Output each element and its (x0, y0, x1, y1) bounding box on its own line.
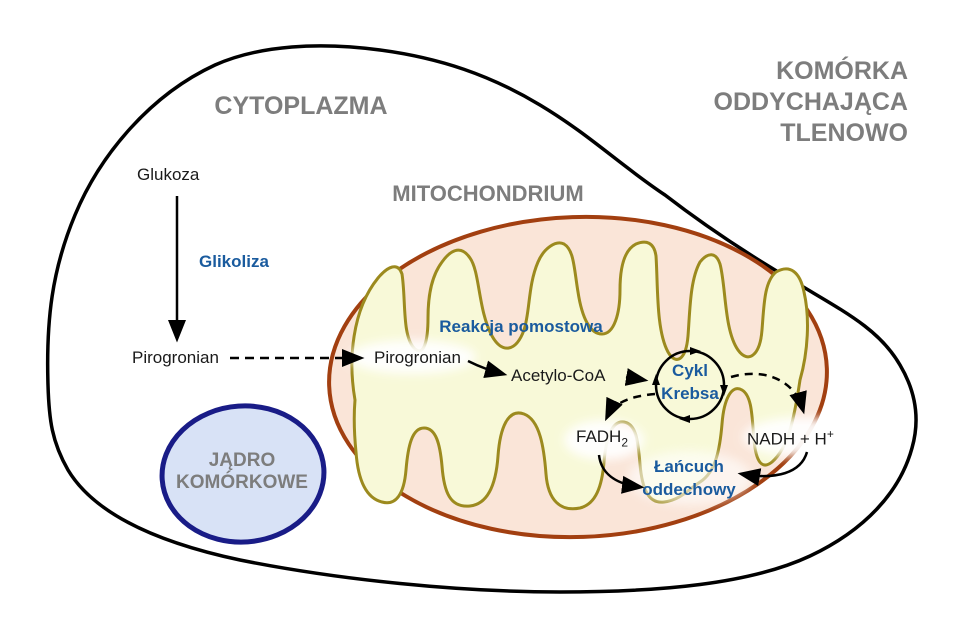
respiratory-chain-label: Łańcuch oddechowy (642, 455, 736, 501)
pathway-arrows (168, 196, 809, 494)
nucleus-shape (159, 403, 327, 545)
nadh-base: NADH + H (747, 429, 827, 449)
krebs-cycle-line1: Cykl (672, 361, 708, 380)
cell-title-line1: KOMÓRKA (776, 57, 908, 85)
fadh2-base: FADH (576, 427, 622, 446)
glucose-label: Glukoza (137, 165, 200, 184)
respiratory-chain-line2: oddechowy (642, 480, 736, 499)
label-halos (348, 340, 863, 505)
pyruvate-to-acetyl-arrow (467, 359, 508, 378)
krebs-cycle-label: Cykl Krebsa (661, 359, 719, 405)
krebs-cycle-line2: Krebsa (661, 384, 719, 403)
krebs-cycle-circle (652, 347, 728, 423)
pyruvate-cytoplasm-label: Pirogronian (132, 348, 219, 367)
fadh2-subscript: 2 (621, 435, 629, 450)
fadh2-to-chain-arrow (597, 454, 645, 494)
nadh-label: NADH + H+ (747, 427, 834, 450)
cell-title-line3: TLENOWO (780, 119, 908, 147)
nadh-to-chain-arrow (737, 451, 809, 486)
nucleus-label: JĄDRO KOMÓRKOWE (176, 450, 308, 494)
bridge-reaction-label: Reakcja pomostowa (439, 317, 603, 336)
nucleus-line1: JĄDRO (208, 450, 276, 471)
mitochondrion-label: MITOCHONDRIUM (392, 181, 584, 206)
krebs-to-fadh2-arrow (605, 392, 656, 422)
krebs-to-nadh-arrow (730, 372, 807, 415)
cell-title: KOMÓRKA ODDYCHAJĄCA TLENOWO (714, 56, 908, 149)
nadh-superscript: + (826, 427, 834, 441)
mitochondrion-inner-membrane (350, 240, 809, 511)
pyruvate-mitochondrion-label: Pirogronian (374, 348, 461, 367)
acetyl-coa-label: Acetylo-CoA (511, 366, 606, 385)
glycolysis-label: Glikoliza (199, 252, 269, 271)
respiratory-chain-line1: Łańcuch (654, 457, 724, 476)
nucleus-line2: KOMÓRKOWE (176, 472, 308, 493)
acetyl-to-krebs-arrow (624, 368, 649, 386)
cytoplasm-label: CYTOPLAZMA (214, 92, 388, 120)
fadh2-label: FADH2 (576, 427, 628, 449)
cell-title-line2: ODDYCHAJĄCA (713, 88, 908, 116)
